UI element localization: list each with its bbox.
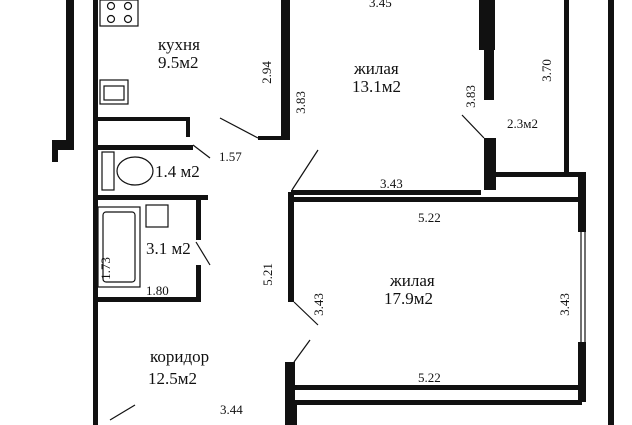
balcony-door-swing [461,114,485,139]
dim-top: 3.45 [369,0,392,10]
burner [106,14,116,24]
kitchen-sink-basin [103,85,125,101]
left-exterior-wall-upper [66,0,74,140]
bathroom-area: 3.1 м2 [146,239,191,258]
dim-living1-left: 3.83 [292,91,308,114]
living2-left-wall [288,192,294,302]
kitchen-area: 9.5м2 [158,53,199,72]
lower-room-top-wall [292,400,582,405]
bath-right-wall-lower [196,265,201,302]
kitchen-door-swing [219,117,259,139]
living1-right-wall-lower [484,138,496,190]
balcony-bottom-wall [484,172,584,177]
living2-door-swing-2 [293,339,311,363]
dim-bath-height: 1.73 [97,257,113,280]
right-outer-frame [608,0,614,425]
toilet-door-swing [192,144,211,159]
balcony-area: 2.3м2 [507,116,538,131]
dim-living1-bottom: 3.43 [380,176,403,191]
dim-corridor-bottom: 3.44 [220,402,243,417]
left-wall-jog [52,140,74,150]
balcony-right-wall [564,0,569,172]
living2-top-wall [294,197,584,202]
toilet-bowl [116,156,154,186]
bath-door-swing [195,241,211,266]
dim-living1-right: 3.83 [462,85,478,108]
living2-bottom-wall [292,385,582,390]
kitchen-bottom-wall [98,117,188,121]
dim-living2-left-inner: 3.43 [310,293,326,316]
dim-living2-right: 3.43 [556,293,572,316]
living2-left-wall-lower [285,362,295,425]
toilet-tank [101,151,115,191]
living2-door-swing [293,301,319,326]
burner [123,1,133,11]
kitchen-sink [99,79,129,105]
living2-area: 17.9м2 [384,289,434,308]
service-left-wall [93,0,98,425]
entrance-door-swing [109,404,136,421]
window-frame-right [484,50,494,100]
dim-living2-left: 5.21 [259,263,275,286]
dim-living2-top: 5.22 [418,210,441,225]
stove [99,0,139,27]
lower-room-left-wall [292,400,297,425]
corridor-name: коридор [150,347,210,366]
right-exterior-wall-lower [578,342,586,402]
dim-bath-width: 1.80 [146,283,169,298]
toilet-area: 1.4 м2 [155,162,200,181]
dim-kitchen-side: 2.94 [258,61,274,84]
kitchen-right-wall [281,0,290,140]
burner [106,1,116,11]
living2-name: жилая [390,271,435,290]
bathtub [97,206,141,288]
kitchen-name: кухня [158,35,200,54]
kitchen-door-jamb [258,136,288,140]
living1-door-swing [291,149,319,191]
dim-living2-bottom: 5.22 [418,370,441,385]
dim-balcony-height: 3.70 [538,59,554,82]
left-wall-jog-stub [52,140,58,162]
bath-bottom-wall [98,297,201,302]
living1-name: жилая [354,59,399,78]
toilet-bottom-wall [98,195,208,200]
living1-area: 13.1м2 [352,77,402,96]
living1-right-wall-top [479,0,495,50]
dim-toilet-width: 1.57 [219,149,242,164]
toilet-top-wall [98,145,193,150]
bath-right-wall-upper [196,200,201,240]
bathtub-inner [102,211,136,283]
kitchen-bottom-wall-stub [186,117,190,137]
living1-bottom-wall [291,190,481,195]
corridor-area: 12.5м2 [148,369,198,388]
wash-basin [145,204,169,228]
burner [123,14,133,24]
